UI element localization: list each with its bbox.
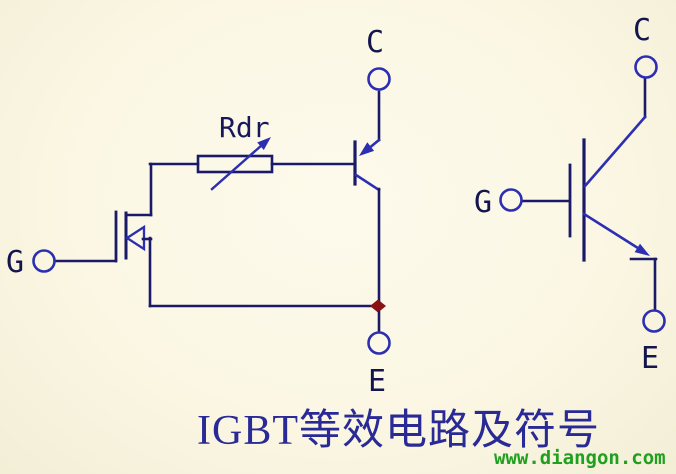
resistor-arrow-line xyxy=(210,143,264,191)
symbol-gate-pad xyxy=(499,188,523,212)
emitter-terminal-label: E xyxy=(368,364,386,399)
resistor-arrowhead-icon xyxy=(257,137,271,150)
mosfet-arrow-icon xyxy=(124,224,146,252)
collector-terminal-pad xyxy=(367,67,391,91)
symbol-collector-pad xyxy=(634,55,658,79)
pnp-collector-diagonal xyxy=(354,173,381,192)
pnp-emitter-arrowhead-icon xyxy=(359,142,375,156)
symbol-emitter-pad xyxy=(642,309,666,333)
emitter-terminal-pad xyxy=(367,331,391,355)
gate-terminal-label: G xyxy=(6,245,24,280)
igbt-symbol: G C E xyxy=(474,13,666,376)
equivalent-circuit: G C E Rdr xyxy=(6,25,391,399)
collector-terminal-label: C xyxy=(366,25,384,60)
resistor-label: Rdr xyxy=(219,111,270,144)
symbol-gate-label: G xyxy=(474,185,492,220)
symbol-emitter-diagonal xyxy=(582,212,643,252)
resistor-body xyxy=(196,154,274,174)
symbol-emitter-label: E xyxy=(641,341,659,376)
site-watermark: www.diangon.com xyxy=(494,447,666,469)
symbol-collector-label: C xyxy=(633,13,651,48)
symbol-emitter-arrowhead-icon xyxy=(634,243,650,256)
gate-terminal-pad xyxy=(32,249,56,273)
symbol-collector-diagonal xyxy=(583,115,647,188)
junction-dot xyxy=(370,299,386,313)
diagram-title: IGBT等效电路及符号 xyxy=(197,408,600,454)
